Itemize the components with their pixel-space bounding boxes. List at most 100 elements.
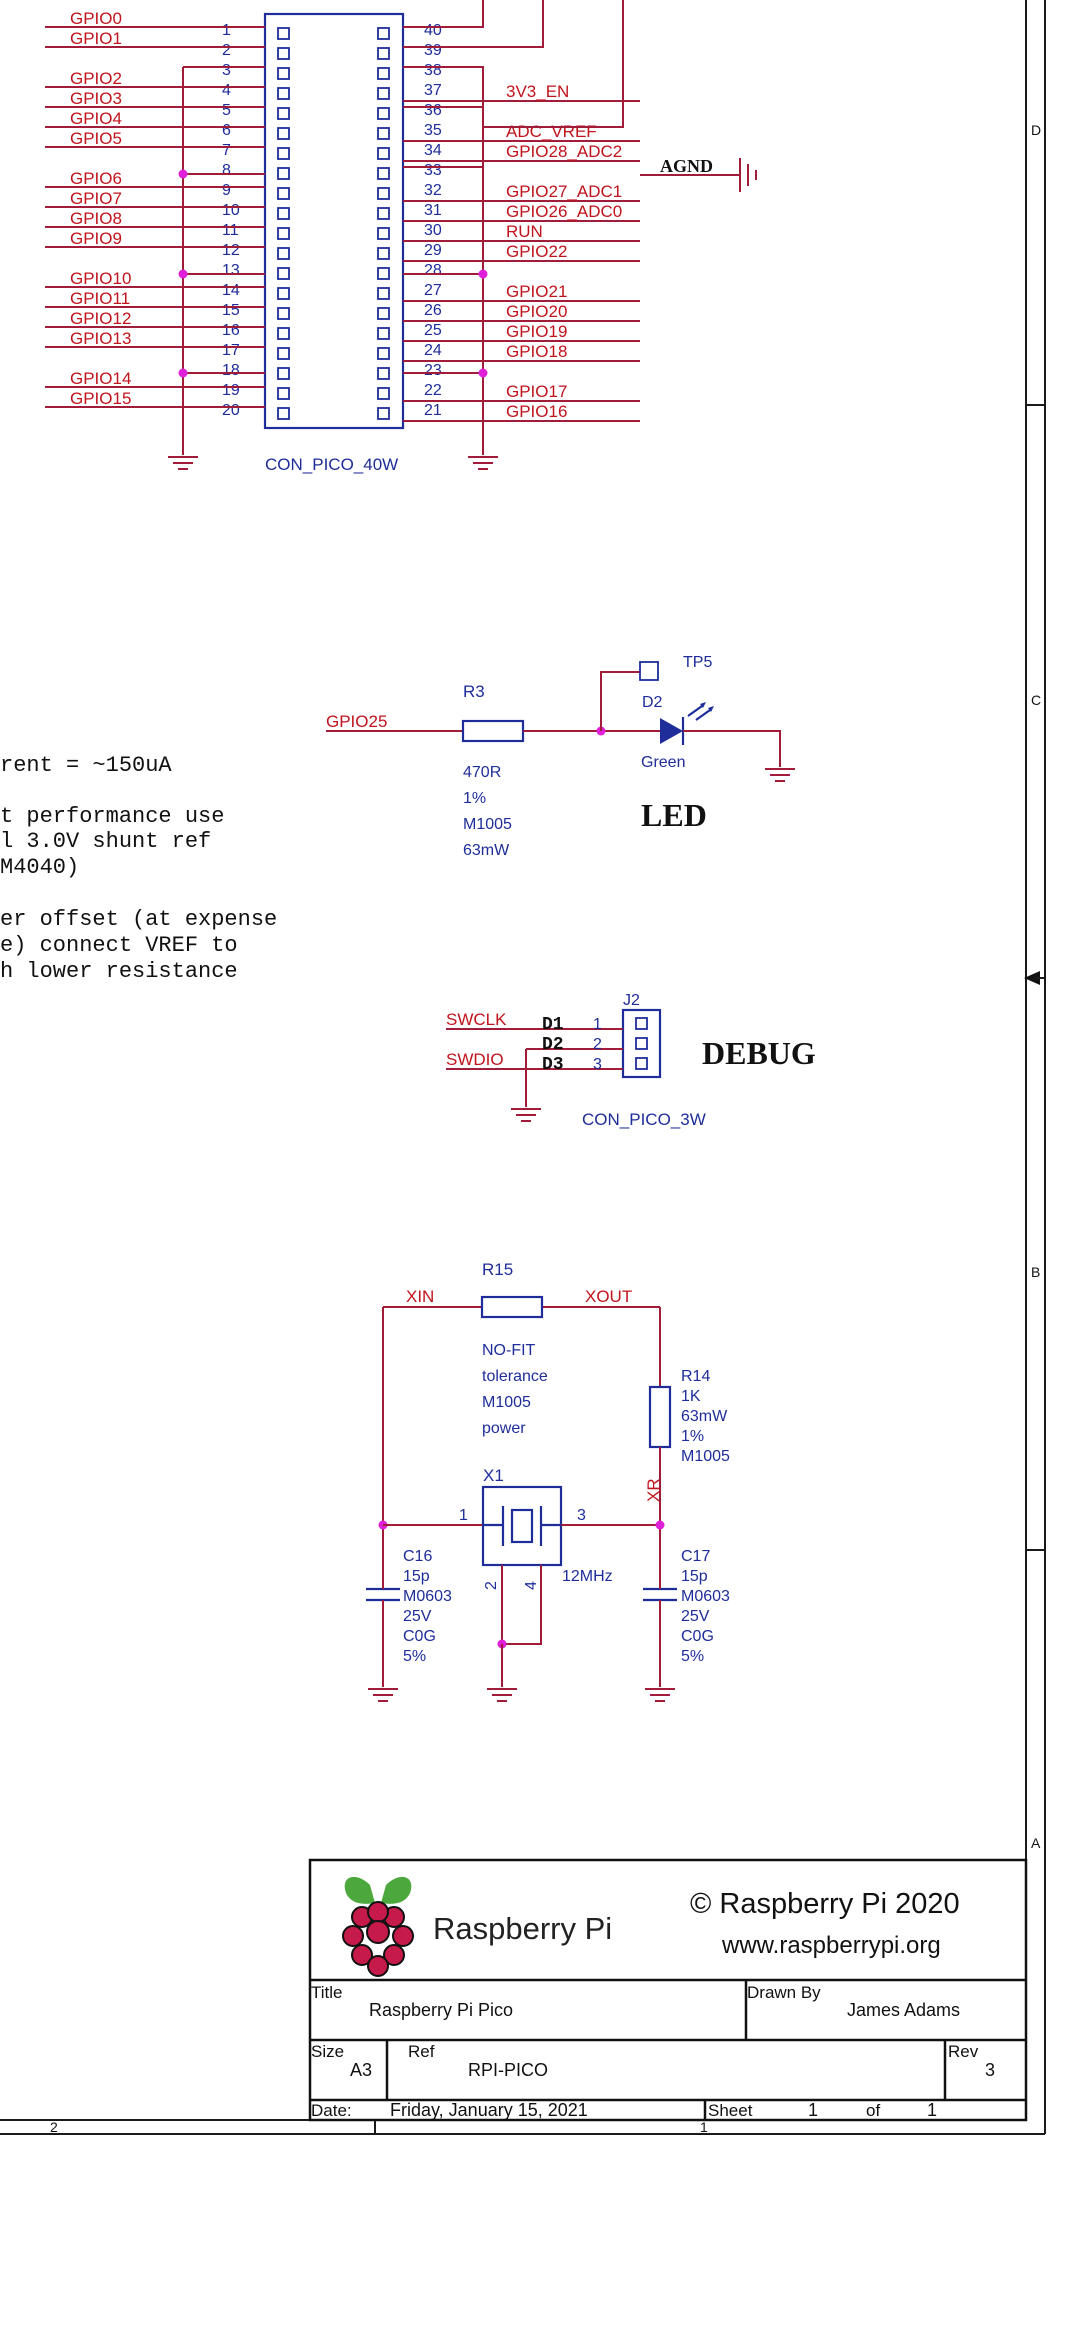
zone-label: C xyxy=(1031,692,1041,708)
header-pin-row: 28 xyxy=(377,262,442,280)
d2-color: Green xyxy=(641,754,685,771)
header-pin-row: 8 xyxy=(222,162,290,180)
pin-number: 25 xyxy=(424,322,442,339)
ground-symbol xyxy=(645,1688,675,1702)
ground-symbol xyxy=(368,1688,398,1702)
net-label-gpio25: GPIO25 xyxy=(326,712,387,731)
of-label: of xyxy=(866,2101,880,2120)
title-label: Title xyxy=(311,1983,343,2002)
pin-number: 9 xyxy=(222,182,231,199)
size-label: Size xyxy=(311,2042,344,2061)
c16-dielectric: C0G xyxy=(403,1628,436,1645)
r15-note: tolerance xyxy=(482,1368,548,1385)
title-block-border xyxy=(308,1858,1028,2122)
note-line: t performance use xyxy=(0,804,224,829)
net-label: GPIO17 xyxy=(506,382,567,401)
net-label: GPIO2 xyxy=(70,69,122,88)
pin-pad xyxy=(377,207,390,220)
pin-pad xyxy=(377,27,390,40)
header-pin-row: 3 xyxy=(222,62,290,80)
debug-pin-number: 3 xyxy=(593,1056,602,1073)
pin-number: 1 xyxy=(222,22,231,39)
pin-pad xyxy=(277,287,290,300)
ground-symbol xyxy=(739,158,757,192)
c16-voltage: 25V xyxy=(403,1608,432,1625)
pin-pad xyxy=(377,167,390,180)
pin-pad xyxy=(635,1057,648,1070)
net-label: GPIO27_ADC1 xyxy=(506,182,622,201)
led-diode-d2 xyxy=(660,718,683,744)
copyright-text: © Raspberry Pi 2020 xyxy=(690,1888,960,1920)
header-pin-row: 38 xyxy=(377,62,442,80)
pin-pad xyxy=(277,127,290,140)
pin-pad xyxy=(377,387,390,400)
r14-package: M1005 xyxy=(681,1448,730,1465)
pin-pad xyxy=(377,407,390,420)
net-label: GPIO4 xyxy=(70,109,122,128)
r14-tolerance: 1% xyxy=(681,1428,704,1445)
ground-symbol xyxy=(468,456,498,470)
debug-pin-name: D1 xyxy=(542,1015,564,1035)
header-pin-row: 35 ADC_VREF xyxy=(377,122,640,142)
note-line: h lower resistance xyxy=(0,959,238,984)
r14-value: 1K xyxy=(681,1388,701,1405)
header-pin-row: 14 GPIO10 xyxy=(45,269,290,300)
junction xyxy=(478,269,488,279)
tp5-label: TP5 xyxy=(683,654,712,671)
r15-note: power xyxy=(482,1420,526,1437)
drawn-by-value: James Adams xyxy=(847,2000,960,2020)
zone-label: A xyxy=(1031,1835,1041,1851)
size-value: A3 xyxy=(350,2060,372,2080)
net-label: ADC_VREF xyxy=(506,122,597,141)
net-label: GPIO14 xyxy=(70,369,131,388)
x1-ref: X1 xyxy=(483,1466,504,1485)
rev-value: 3 xyxy=(985,2060,995,2080)
wire xyxy=(525,1048,623,1107)
title-block-grid xyxy=(310,1978,1026,2120)
r15-note: M1005 xyxy=(482,1394,531,1411)
pin-number: 10 xyxy=(222,202,240,219)
pin-pad xyxy=(277,247,290,260)
pin-number: 8 xyxy=(222,162,231,179)
note-line: M4040) xyxy=(0,855,79,880)
j2-ref: J2 xyxy=(623,992,640,1009)
pin-pad xyxy=(277,267,290,280)
pin-number: 35 xyxy=(424,122,442,139)
j2-part: CON_PICO_3W xyxy=(582,1110,706,1129)
center-arrow-icon xyxy=(1024,971,1040,985)
net-label-xout: XOUT xyxy=(585,1287,632,1306)
pin-pad xyxy=(277,27,290,40)
net-label-xin: XIN xyxy=(406,1287,434,1306)
junction xyxy=(478,368,488,378)
r14-power: 63mW xyxy=(681,1408,728,1425)
net-label: GPIO12 xyxy=(70,309,131,328)
note-line: rent = ~150uA xyxy=(0,753,172,778)
junction xyxy=(655,1520,665,1530)
net-label: GPIO8 xyxy=(70,209,122,228)
pin-number: 17 xyxy=(222,342,240,359)
pin-number: 14 xyxy=(222,282,240,299)
header-pin-row: 13 xyxy=(222,262,290,280)
pin-number: 36 xyxy=(424,102,442,119)
pin-pad xyxy=(377,247,390,260)
debug-section: J2 CON_PICO_3W SWCLK SWDIO D1 D2 D3 1 2 … xyxy=(446,992,816,1129)
debug-title: DEBUG xyxy=(702,1035,816,1071)
net-label: GPIO9 xyxy=(70,229,122,248)
x1-pin: 3 xyxy=(577,1507,586,1524)
pin-pad xyxy=(277,187,290,200)
net-label: GPIO10 xyxy=(70,269,131,288)
led-arrows xyxy=(687,705,711,721)
zone-ticks xyxy=(1026,404,1045,1551)
pin-number: 33 xyxy=(424,162,442,179)
x1-freq: 12MHz xyxy=(562,1568,613,1585)
pin-number: 31 xyxy=(424,202,442,219)
net-label: GPIO1 xyxy=(70,29,122,48)
